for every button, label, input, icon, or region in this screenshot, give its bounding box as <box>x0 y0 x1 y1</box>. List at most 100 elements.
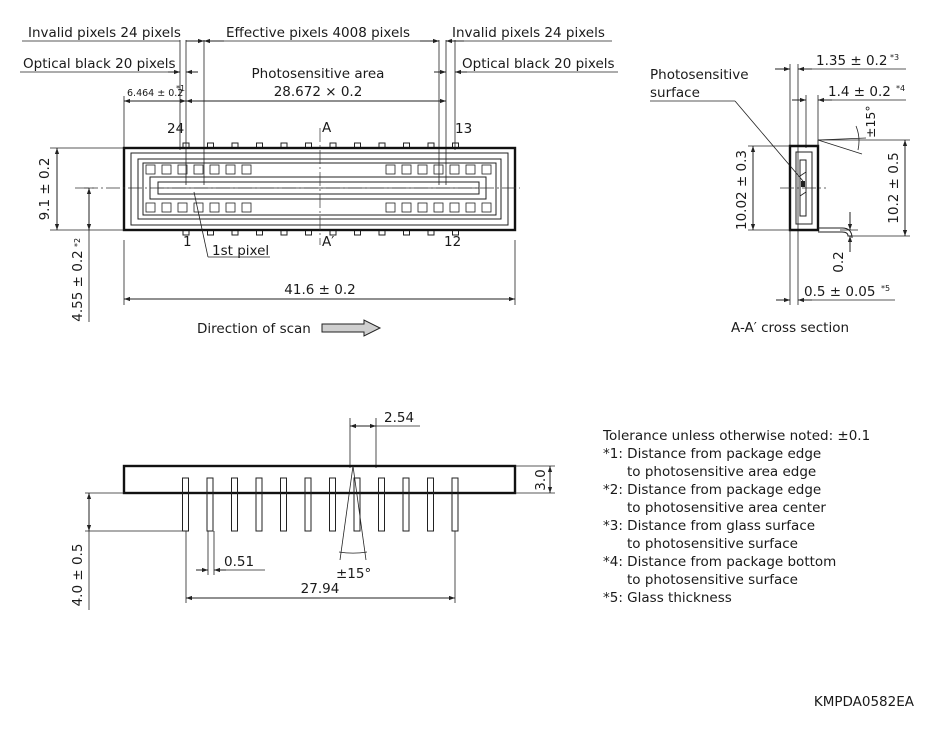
top-view: Invalid pixels 24 pixels Effective pixel… <box>20 25 618 337</box>
note-line: *3: Distance from glass surface <box>603 518 815 534</box>
photosensitive-surface-label-1: Photosensitive <box>650 67 749 83</box>
drawing-code: KMPDA0582EA <box>814 694 915 710</box>
lead <box>353 477 361 532</box>
bond-pad <box>465 164 476 175</box>
bond-pad <box>193 164 204 175</box>
bond-pad <box>209 202 220 213</box>
side-view: 2.54 3.0 4.0 ± 0.5 0.51 ±15° 27.94 <box>70 410 555 610</box>
lead <box>378 477 385 532</box>
lead <box>329 477 336 532</box>
note-line: *4: Distance from package bottom <box>603 554 836 570</box>
dim-width: 41.6 ± 0.2 <box>284 282 355 298</box>
header-extension-lines <box>123 40 516 305</box>
lead <box>255 477 263 532</box>
side-package-body <box>122 464 517 495</box>
cross-section-view: Photosensitive surface 1.35 ± 0.2 *3 1.4… <box>650 53 910 336</box>
dim-thickness-note: *5 <box>881 284 890 293</box>
bond-pad <box>209 164 220 175</box>
pin-12-label: 12 <box>444 234 461 250</box>
lead <box>280 477 287 532</box>
dim-lead-len: 4.0 ± 0.5 <box>70 544 86 607</box>
bond-pad <box>385 202 396 213</box>
dim-6464-note: *1 <box>176 84 185 93</box>
optical-black-left: Optical black 20 pixels <box>23 56 176 72</box>
cs-lead <box>818 227 853 239</box>
bond-pad <box>145 164 156 175</box>
lead <box>304 477 312 532</box>
scan-direction-label: Direction of scan <box>197 321 311 337</box>
note-line: to photosensitive surface <box>627 536 798 552</box>
lead <box>451 477 459 532</box>
section-a-prime-label: A′ <box>322 234 334 250</box>
package-pins <box>182 142 459 236</box>
bond-pad <box>161 164 172 175</box>
lead <box>206 477 214 532</box>
section-a-label: A <box>322 120 332 136</box>
scan-arrow-icon <box>321 319 382 337</box>
dim-bottom: 1.4 ± 0.2 <box>828 84 891 100</box>
invalid-pixels-right: Invalid pixels 24 pixels <box>452 25 605 41</box>
lead <box>402 477 410 532</box>
dim-6464: 6.464 ± 0.2 <box>127 88 183 99</box>
note-line: *1: Distance from package edge <box>603 446 821 462</box>
dim-center-note: *2 <box>73 238 82 247</box>
dim-total: 10.02 ± 0.3 <box>734 150 750 230</box>
photosensitive-area-value: 28.672 × 0.2 <box>274 84 363 100</box>
bond-pad <box>417 164 428 175</box>
note-line: to photosensitive area center <box>627 500 826 516</box>
bond-pad <box>401 202 412 213</box>
bond-pad <box>433 202 444 213</box>
lead <box>182 477 189 532</box>
pin-1-label: 1 <box>183 234 192 250</box>
package-outline <box>122 146 517 232</box>
invalid-pixels-left: Invalid pixels 24 pixels <box>28 25 181 41</box>
bond-pad <box>193 202 204 213</box>
side-angle: ±15° <box>336 566 371 582</box>
note-line: Tolerance unless otherwise noted: ±0.1 <box>602 428 870 444</box>
effective-pixels: Effective pixels 4008 pixels <box>226 25 410 41</box>
dim-glass: 1.35 ± 0.2 <box>816 53 887 69</box>
note-line: *2: Distance from package edge <box>603 482 821 498</box>
bond-pad <box>161 202 172 213</box>
lead <box>427 477 434 532</box>
pin-24-label: 24 <box>167 121 184 137</box>
dim-pitch: 2.54 <box>384 410 414 426</box>
pin-13-label: 13 <box>455 121 472 137</box>
cross-section-caption: A-A′ cross section <box>731 320 849 336</box>
bond-pad <box>241 202 252 213</box>
bond-pad <box>225 202 236 213</box>
bond-pad <box>481 202 492 213</box>
photosensitive-area-label: Photosensitive area <box>252 66 385 82</box>
bond-pad <box>417 202 428 213</box>
bond-pad <box>449 164 460 175</box>
side-leads <box>182 477 459 532</box>
dim-height: 9.1 ± 0.2 <box>37 158 53 221</box>
note-line: *5: Glass thickness <box>603 590 732 606</box>
dim-bottom-note: *4 <box>896 84 905 93</box>
dim-thickness: 0.5 ± 0.05 <box>804 284 875 300</box>
bond-pad <box>241 164 252 175</box>
dim-lead-width: 0.51 <box>224 554 254 570</box>
bond-pad <box>449 202 460 213</box>
bond-pad <box>433 164 444 175</box>
note-line: to photosensitive surface <box>627 572 798 588</box>
bond-pad <box>177 164 188 175</box>
notes: Tolerance unless otherwise noted: ±0.1 *… <box>602 428 870 606</box>
bond-pad <box>401 164 412 175</box>
optical-black-right: Optical black 20 pixels <box>462 56 615 72</box>
note-line: to photosensitive area edge <box>627 464 816 480</box>
dim-02: 0.2 <box>831 251 847 272</box>
bond-pads <box>145 164 492 213</box>
lead <box>231 477 238 532</box>
bond-pad <box>177 202 188 213</box>
dim-thick: 3.0 <box>533 469 549 490</box>
bond-pad <box>465 202 476 213</box>
dim-span: 27.94 <box>301 581 340 597</box>
bond-pad <box>145 202 156 213</box>
bond-pad <box>385 164 396 175</box>
bond-pad <box>481 164 492 175</box>
dim-glass-note: *3 <box>890 53 899 62</box>
first-pixel-label: 1st pixel <box>212 243 269 259</box>
photosensitive-surface-label-2: surface <box>650 85 700 101</box>
